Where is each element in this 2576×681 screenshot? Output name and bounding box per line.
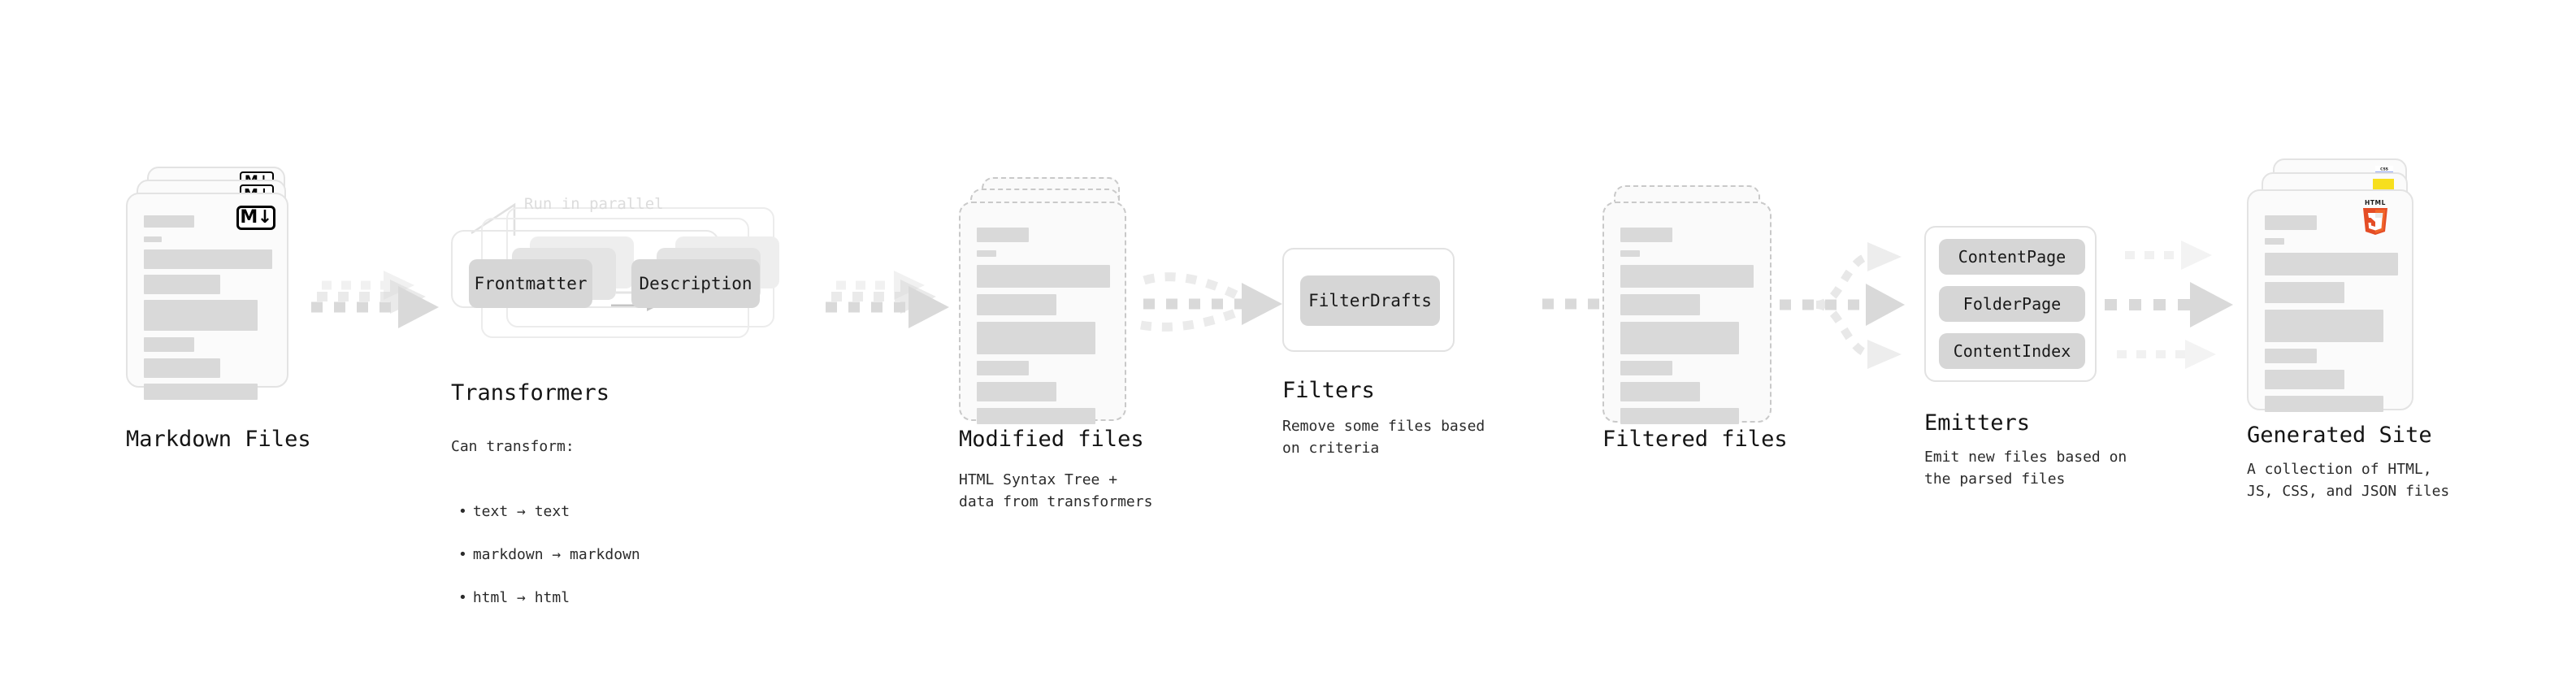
svg-text:HTML: HTML — [2365, 199, 2386, 206]
doc-bar — [144, 275, 220, 294]
modified-card-front — [959, 202, 1126, 424]
doc-bar — [1620, 294, 1700, 315]
emitters-title: Emitters — [1924, 410, 2031, 436]
doc-bar — [2265, 282, 2344, 303]
doc-bar — [2265, 215, 2317, 230]
doc-bar — [144, 300, 258, 331]
run-in-parallel-label: Run in parallel — [524, 195, 664, 213]
transformers-bullet-item: html → html — [451, 588, 640, 609]
emitter-node-contentpage[interactable]: ContentPage — [1939, 239, 2085, 275]
arrow-modified-to-filters — [1140, 272, 1282, 332]
markdown-card-front — [126, 193, 288, 400]
arrow-markdown-to-transformers — [311, 271, 439, 328]
transformers-bullet-item: text → text — [451, 501, 640, 523]
svg-text:CSS: CSS — [2380, 167, 2388, 172]
doc-bar — [144, 215, 194, 228]
generated-card-front — [2247, 189, 2413, 412]
emitters-box: ContentPage FolderPage ContentIndex — [1924, 226, 2097, 382]
doc-bar — [144, 249, 272, 269]
doc-bar — [977, 361, 1029, 375]
doc-bar — [144, 384, 258, 400]
modified-files-subtitle: HTML Syntax Tree + data from transformer… — [959, 471, 1153, 510]
modified-files-title: Modified files — [959, 427, 1144, 452]
doc-bar — [977, 250, 996, 257]
arrow-transformers-to-modified — [826, 271, 949, 328]
doc-bar — [977, 408, 1095, 424]
doc-bar — [977, 294, 1056, 315]
doc-bar — [2265, 396, 2383, 412]
filters-box: FilterDrafts — [1282, 248, 1455, 352]
doc-bar — [1620, 322, 1739, 354]
doc-bar — [977, 265, 1110, 288]
filtered-files-title: Filtered files — [1602, 427, 1788, 452]
arrow-emitters-to-site — [2105, 241, 2233, 369]
doc-bar — [2265, 349, 2317, 363]
html5-icon: HTML — [2360, 197, 2391, 235]
doc-bar — [2265, 370, 2344, 389]
doc-bar — [144, 236, 162, 242]
filters-subtitle: Remove some files based on criteria — [1282, 418, 1485, 457]
transformer-node-frontmatter[interactable]: Frontmatter — [469, 259, 592, 308]
doc-bar — [2265, 238, 2284, 245]
doc-bar — [1620, 228, 1672, 242]
doc-bar — [977, 228, 1029, 242]
filters-title: Filters — [1282, 378, 1375, 403]
arrow-filtered-to-emitters — [1780, 242, 1905, 369]
emitter-node-contentindex[interactable]: ContentIndex — [1939, 333, 2085, 369]
doc-bar — [144, 358, 220, 378]
doc-bar — [2265, 253, 2398, 275]
transformer-node-description[interactable]: Description — [631, 259, 760, 308]
doc-bar — [1620, 250, 1640, 257]
filter-node-filterdrafts[interactable]: FilterDrafts — [1300, 275, 1440, 326]
filtered-card-front — [1602, 202, 1772, 424]
doc-bar — [1620, 408, 1739, 424]
doc-bar — [144, 337, 194, 352]
markdown-files-title: Markdown Files — [126, 427, 311, 452]
doc-bar — [1620, 361, 1672, 375]
javascript-icon — [2373, 179, 2394, 191]
doc-bar — [1620, 382, 1700, 401]
markdown-icon: M↓ — [236, 206, 275, 230]
transformers-subtitle-lead: Can transform: — [451, 437, 575, 455]
doc-bar — [1620, 265, 1754, 288]
generated-site-subtitle: A collection of HTML, JS, CSS, and JSON … — [2247, 461, 2450, 500]
doc-bar — [977, 322, 1095, 354]
generated-site-title: Generated Site — [2247, 423, 2432, 448]
emitters-subtitle: Emit new files based on the parsed files — [1924, 449, 2127, 488]
transformers-subtitle: Can transform: text → text markdown → ma… — [451, 414, 640, 653]
transformers-bullet-list: text → text markdown → markdown html → h… — [451, 479, 640, 631]
emitter-node-folderpage[interactable]: FolderPage — [1939, 286, 2085, 322]
transformers-title: Transformers — [451, 380, 610, 406]
doc-bar — [2265, 310, 2383, 342]
doc-bar — [977, 382, 1056, 401]
transformers-bullet-item: markdown → markdown — [451, 544, 640, 566]
